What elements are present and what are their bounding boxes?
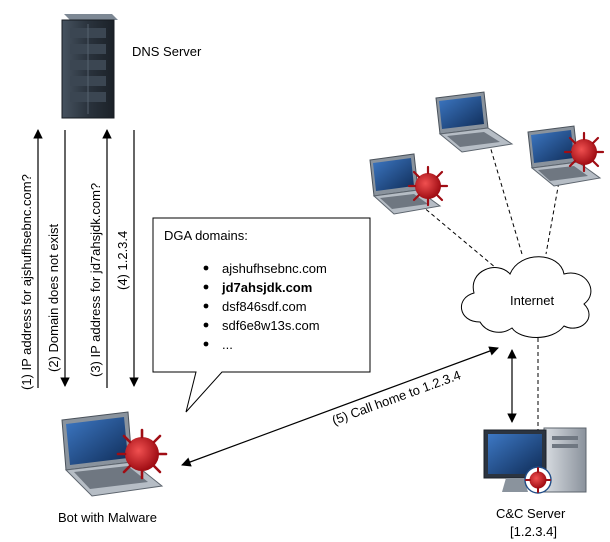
dga-box-title: DGA domains: [164, 228, 248, 243]
dns-message-1: (1) IP address for ajshufhsebnc.com? [19, 174, 34, 390]
dga-domain-list: ajshufhsebnc.com jd7ahsjdk.com dsf846sdf… [203, 261, 327, 352]
call-home-label: (5) Call home to 1.2.3.4 [330, 367, 463, 428]
internet-label: Internet [510, 293, 554, 308]
dga-domain-3: dsf846sdf.com [222, 299, 307, 314]
virus-icon [116, 428, 168, 480]
bot-label: Bot with Malware [58, 510, 157, 525]
infected-desktop-icon[interactable] [483, 427, 587, 493]
cloud-icon [460, 256, 592, 338]
dns-message-2: (2) Domain does not exist [46, 223, 61, 372]
bullet-icon [203, 265, 209, 271]
virus-icon [407, 165, 449, 207]
bullet-icon [203, 322, 209, 328]
bullet-icon [203, 284, 209, 290]
arrow-call-home [181, 346, 499, 467]
dga-domain-4: sdf6e8w13s.com [222, 318, 320, 333]
cnc-server-label: C&C Server [496, 506, 566, 521]
internet-links [409, 135, 561, 430]
dns-server-label: DNS Server [132, 44, 202, 59]
server-rack-icon[interactable] [61, 14, 118, 119]
dga-domain-5: ... [222, 337, 233, 352]
dga-domain-2: jd7ahsjdk.com [221, 280, 312, 295]
dga-callout-box [152, 217, 371, 413]
bullet-icon [203, 303, 209, 309]
virus-icon [524, 466, 552, 494]
cnc-server-ip: [1.2.3.4] [510, 524, 557, 539]
dns-message-4: (4) 1.2.3.4 [115, 231, 130, 290]
virus-icon [563, 131, 605, 173]
dga-domain-1: ajshufhsebnc.com [222, 261, 327, 276]
dns-message-3: (3) IP address for jd7ahsjdk.com? [88, 183, 103, 377]
peer-laptop-clean[interactable] [435, 91, 514, 153]
bullet-icon [203, 341, 209, 347]
